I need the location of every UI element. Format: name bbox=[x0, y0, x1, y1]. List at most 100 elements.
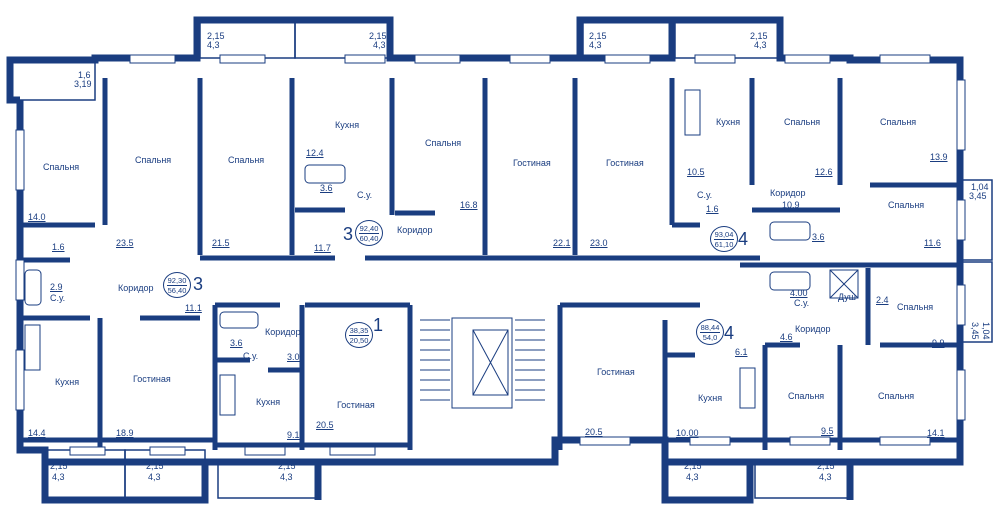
room-area: 4.6 bbox=[780, 332, 793, 342]
room-label-kitchen: Кухня bbox=[335, 120, 360, 130]
room-area: 10.00 bbox=[676, 428, 699, 438]
room-area: 10.9 bbox=[782, 200, 800, 210]
room-label-corridor: Коридор bbox=[770, 188, 806, 198]
room-label-living-room: Гостиная bbox=[513, 158, 551, 168]
room-area: 2.9 bbox=[50, 282, 63, 292]
room-label-bathroom: С.у. bbox=[357, 190, 373, 200]
room-label-corridor: Коридор bbox=[397, 225, 433, 235]
room-label-living-room: Гостиная bbox=[133, 374, 171, 384]
room-area: 12.6 bbox=[815, 167, 833, 177]
apartment-number: 3 bbox=[343, 224, 354, 244]
balcony-label: 2,15 bbox=[750, 31, 768, 41]
balcony-label: 4,3 bbox=[373, 40, 386, 50]
room-area: 14.0 bbox=[28, 212, 46, 222]
balcony-label: 2,15 bbox=[369, 31, 387, 41]
room-label-bedroom: Спальня bbox=[788, 391, 825, 401]
balcony-label: 2,15 bbox=[589, 31, 607, 41]
room-area: 14.4 bbox=[28, 428, 46, 438]
room-area: 21.5 bbox=[212, 238, 230, 248]
room-label-corridor: Коридор bbox=[265, 327, 301, 337]
room-label-bathroom: С.у. bbox=[50, 293, 66, 303]
room-label-kitchen: Кухня bbox=[256, 397, 281, 407]
room-label-shower: Душ bbox=[838, 292, 857, 302]
room-area: 9.9 bbox=[932, 338, 945, 348]
room-label-kitchen: Кухня bbox=[698, 393, 723, 403]
room-area: 1.6 bbox=[706, 204, 719, 214]
room-area: 11.7 bbox=[314, 243, 331, 253]
room-label-kitchen: Кухня bbox=[55, 377, 80, 387]
balcony-label: 2,15 bbox=[278, 461, 296, 471]
room-area: 20.5 bbox=[585, 427, 603, 437]
room-area: 12.4 bbox=[306, 148, 324, 158]
room-area: 2.4 bbox=[876, 295, 889, 305]
room-label-bedroom: Спальня bbox=[425, 138, 462, 148]
room-area: 18.9 bbox=[116, 428, 134, 438]
room-label-bedroom: Спальня bbox=[43, 162, 80, 172]
room-area: 1.6 bbox=[52, 242, 65, 252]
balcony-label: 4,3 bbox=[754, 40, 767, 50]
staircase bbox=[420, 317, 545, 409]
balcony-label: 1,6 bbox=[78, 70, 91, 80]
room-label-bathroom: С.у. bbox=[697, 190, 713, 200]
room-area: 11.1 bbox=[185, 303, 202, 313]
room-label-bedroom: Спальня bbox=[897, 302, 934, 312]
balcony-label: 4,3 bbox=[686, 472, 699, 482]
room-label-bedroom: Спальня bbox=[888, 200, 925, 210]
room-label-bedroom: Спальня bbox=[135, 155, 172, 165]
apartment-number: 1 bbox=[373, 315, 384, 335]
balcony-label: 4,3 bbox=[148, 472, 161, 482]
room-area: 20.5 bbox=[316, 420, 334, 430]
room-label-corridor: Коридор bbox=[118, 283, 154, 293]
windows bbox=[15, 54, 966, 456]
room-area: 4.00 bbox=[790, 288, 808, 298]
balcony-label: 4,3 bbox=[280, 472, 293, 482]
room-area: 3.0 bbox=[287, 352, 300, 362]
room-label-corridor: Коридор bbox=[795, 324, 831, 334]
room-area: 6.1 bbox=[735, 347, 748, 357]
room-area: 11.6 bbox=[924, 238, 941, 248]
room-area: 13.9 bbox=[930, 152, 948, 162]
balcony-label: 3,19 bbox=[74, 79, 92, 89]
room-area: 23.0 bbox=[590, 238, 608, 248]
balcony-label: 1,04 bbox=[971, 182, 989, 192]
room-area: 3.6 bbox=[812, 232, 825, 242]
room-label-bedroom: Спальня bbox=[228, 155, 265, 165]
room-label-bathroom: С.у. bbox=[243, 351, 259, 361]
fixtures bbox=[24, 89, 859, 416]
room-label-living-room: Гостиная bbox=[606, 158, 644, 168]
room-label-bedroom: Спальня bbox=[784, 117, 821, 127]
apartment-number: 3 bbox=[193, 274, 204, 294]
balcony-label: 3,45 bbox=[969, 191, 987, 201]
balcony-label: 1,04 bbox=[981, 322, 991, 340]
balcony-label: 4,3 bbox=[819, 472, 832, 482]
room-area: 14.1 bbox=[927, 428, 945, 438]
balcony-label: 2,15 bbox=[207, 31, 225, 41]
room-area: 3.6 bbox=[230, 338, 243, 348]
balcony-label: 2,15 bbox=[817, 461, 835, 471]
room-label-bathroom: С.у. bbox=[794, 298, 810, 308]
balcony-label: 3,45 bbox=[970, 322, 980, 340]
room-area: 23.5 bbox=[116, 238, 134, 248]
apartment-number: 4 bbox=[738, 229, 749, 249]
balcony-label: 2,15 bbox=[50, 461, 68, 471]
room-label-living-room: Гостиная bbox=[337, 400, 375, 410]
balcony-label: 4,3 bbox=[207, 40, 220, 50]
room-area: 10.5 bbox=[687, 167, 705, 177]
room-area: 9.5 bbox=[821, 426, 834, 436]
room-area: 22.1 bbox=[553, 238, 571, 248]
room-label-bedroom: Спальня bbox=[878, 391, 915, 401]
room-label-living-room: Гостиная bbox=[597, 367, 635, 377]
room-area: 3.6 bbox=[320, 183, 333, 193]
room-area: 9.1 bbox=[287, 430, 300, 440]
balcony-label: 2,15 bbox=[684, 461, 702, 471]
room-label-kitchen: Кухня bbox=[716, 117, 741, 127]
balcony-label: 4,3 bbox=[589, 40, 602, 50]
room-area: 16.8 bbox=[460, 200, 478, 210]
apartment-number: 4 bbox=[724, 323, 735, 343]
room-label-bedroom: Спальня bbox=[880, 117, 917, 127]
